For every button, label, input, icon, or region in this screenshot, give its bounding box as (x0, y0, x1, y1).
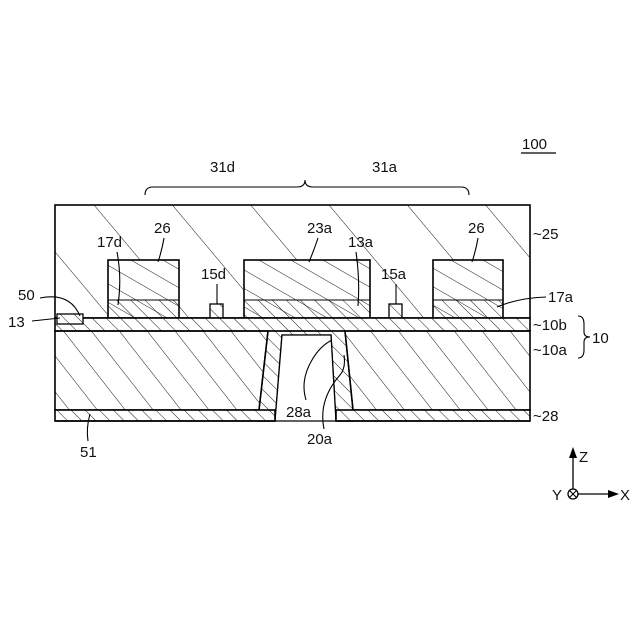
pad-15a-hatch (389, 304, 402, 318)
pad-15d-hatch (210, 304, 223, 318)
label-17d: 17d (97, 234, 122, 251)
electrode-17a (433, 300, 503, 318)
layer-10b-hatch (55, 318, 530, 331)
label-13a: 13a (348, 234, 374, 251)
axis-indicator: Z Y X (552, 447, 630, 504)
brace-31 (145, 180, 469, 195)
z-axis-arrow-icon (569, 447, 577, 458)
brace-10 (578, 316, 590, 358)
label-10: 10 (592, 330, 609, 347)
label-17a: 17a (548, 289, 574, 306)
label-28: ~28 (533, 408, 558, 425)
label-15d: 15d (201, 266, 226, 283)
electrode-13a (244, 300, 370, 318)
label-10b: ~10b (533, 317, 567, 334)
ref-number-100: 100 (522, 136, 547, 153)
label-axis-z: Z (579, 449, 588, 466)
element-13-hatch (57, 314, 83, 324)
label-23a: 23a (307, 220, 333, 237)
layer-28-left-hatch (55, 410, 275, 421)
label-axis-y: Y (552, 487, 562, 504)
label-26-left: 26 (154, 220, 171, 237)
substrate-10a-left (55, 331, 268, 410)
label-13: 13 (8, 314, 25, 331)
x-axis-arrow-icon (608, 490, 619, 498)
label-26-right: 26 (468, 220, 485, 237)
label-15a: 15a (381, 266, 407, 283)
label-28a: 28a (286, 404, 312, 421)
label-axis-x: X (620, 487, 630, 504)
label-50: 50 (18, 287, 35, 304)
substrate-10a-right (345, 331, 530, 410)
label-31d: 31d (210, 159, 235, 176)
label-25: ~25 (533, 226, 558, 243)
label-51: 51 (80, 444, 97, 461)
layer-28-right-hatch (336, 410, 530, 421)
label-20a: 20a (307, 431, 333, 448)
label-31a: 31a (372, 159, 398, 176)
label-10a: ~10a (533, 342, 567, 359)
